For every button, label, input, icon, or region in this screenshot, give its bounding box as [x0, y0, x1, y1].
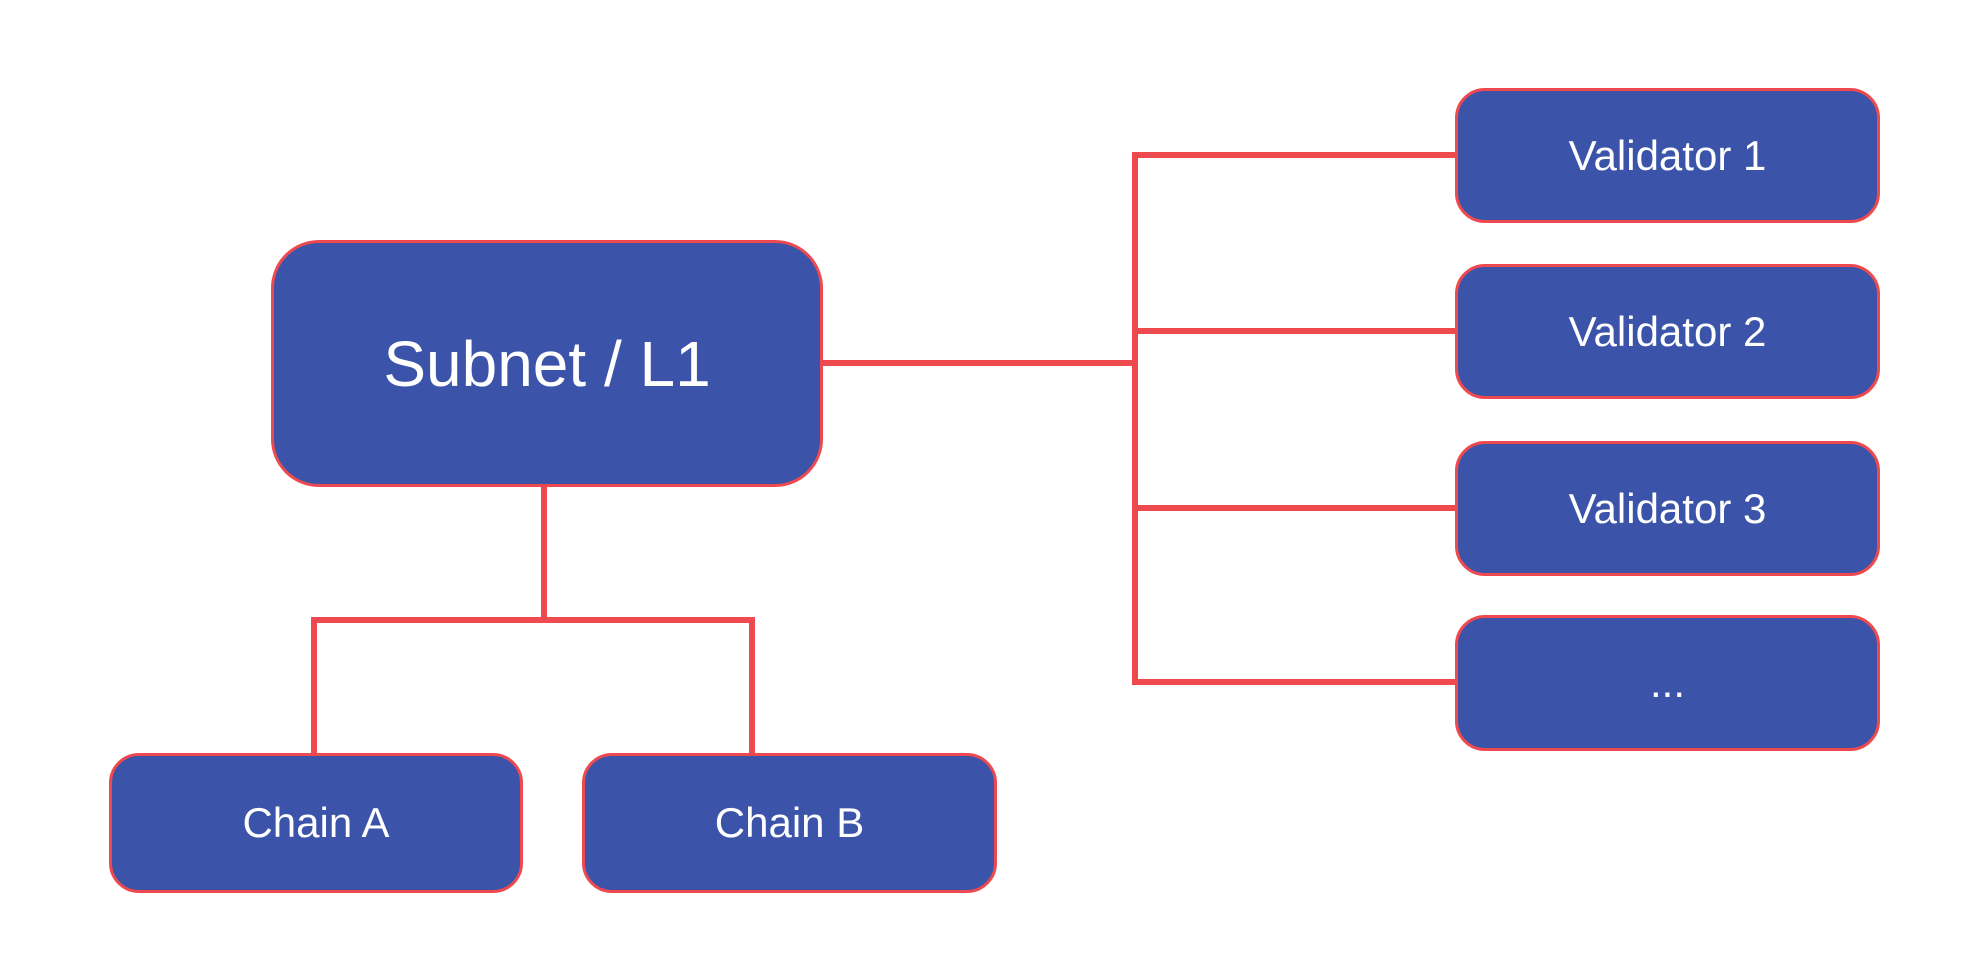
node-validator-3: Validator 3 [1455, 441, 1880, 576]
edge-split-to-chain-a [311, 617, 317, 753]
edge-trunk-to-validator-etc [1132, 679, 1455, 685]
node-validator-2: Validator 2 [1455, 264, 1880, 399]
edge-trunk-to-validator-1 [1132, 152, 1455, 158]
edge-validator-trunk [1132, 152, 1138, 685]
node-validator-2-label: Validator 2 [1568, 307, 1767, 355]
node-validator-1-label: Validator 1 [1568, 131, 1767, 179]
edge-subnet-to-trunk [823, 360, 1138, 366]
node-chain-b: Chain B [582, 753, 997, 893]
edge-split-to-chain-b [749, 617, 755, 753]
node-validator-ellipsis-label: ... [1649, 659, 1685, 706]
edge-trunk-to-validator-2 [1138, 328, 1455, 334]
edge-chain-split [311, 617, 755, 623]
edge-subnet-down [541, 487, 547, 623]
node-chain-a: Chain A [109, 753, 523, 893]
node-validator-ellipsis: ... [1455, 615, 1880, 751]
node-subnet-l1-label: Subnet / L1 [383, 327, 711, 400]
node-chain-b-label: Chain B [714, 799, 865, 846]
node-subnet-l1: Subnet / L1 [271, 240, 823, 487]
node-validator-3-label: Validator 3 [1568, 484, 1767, 532]
node-chain-a-label: Chain A [242, 799, 390, 846]
node-validator-1: Validator 1 [1455, 88, 1880, 223]
edge-trunk-to-validator-3 [1138, 505, 1455, 511]
